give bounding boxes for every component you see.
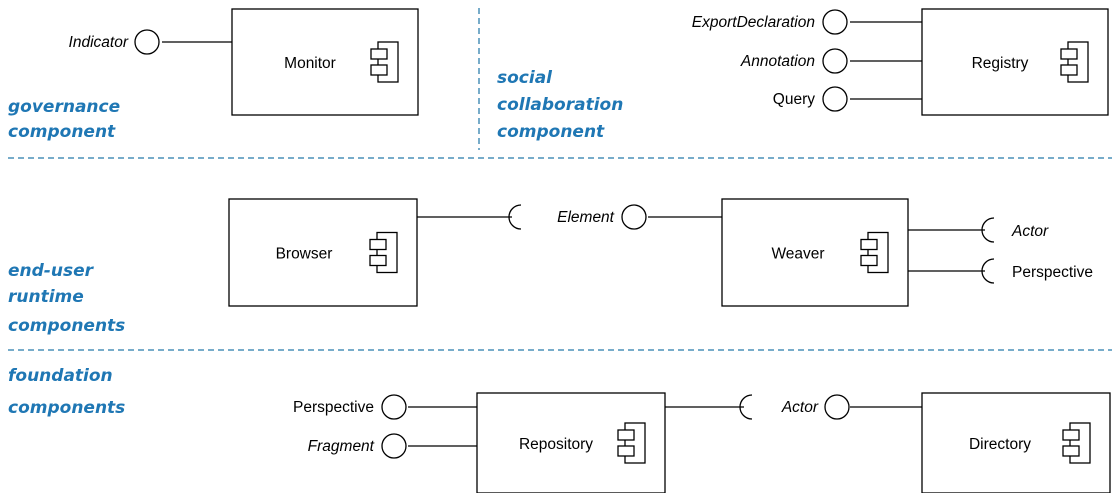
icon-tab (617, 429, 635, 441)
section-label-line: collaboration (497, 95, 623, 115)
icon-body (377, 41, 399, 83)
interface-label: Fragment (308, 438, 375, 455)
section-label-line: social (497, 68, 553, 88)
icon-tab (370, 64, 388, 76)
icon-tab (1060, 48, 1078, 60)
icon-body (376, 231, 398, 274)
component-label: Directory (969, 436, 1031, 453)
component-label: Registry (972, 55, 1029, 72)
icon-body (867, 231, 889, 274)
icon-body (624, 422, 646, 464)
section-label-line: component (497, 122, 605, 142)
icon-tab (370, 48, 388, 60)
component-directory: Directory (921, 392, 1111, 493)
component-browser: Browser (228, 198, 418, 307)
component-label: Weaver (771, 246, 824, 263)
export-declaration-lollipop (822, 9, 848, 35)
perspective-socket (981, 258, 995, 284)
section-label-runtime: end-user runtime components (8, 261, 125, 336)
icon-body (1067, 41, 1089, 83)
uml-component-icon (370, 41, 399, 83)
directory-actor-lollipop (824, 394, 850, 420)
interface-label: Indicator (69, 34, 129, 51)
icon-tab (860, 238, 878, 251)
component-label: Monitor (284, 55, 336, 72)
icon-tab (1062, 445, 1080, 457)
actor-socket (981, 217, 995, 243)
section-label-line: foundation (8, 366, 113, 386)
uml-component-icon (1062, 422, 1091, 464)
interface-label: Actor (781, 399, 819, 416)
icon-tab (1062, 429, 1080, 441)
element-socket (508, 204, 522, 230)
indicator-lollipop (134, 29, 160, 55)
section-label-governance: governance component (8, 97, 120, 142)
uml-component-icon (617, 422, 646, 464)
icon-tab (1060, 64, 1078, 76)
section-label-line: components (8, 316, 125, 336)
annotation-lollipop (822, 48, 848, 74)
interface-label: Query (773, 91, 815, 108)
interface-label: Actor (1011, 223, 1049, 240)
icon-tab (860, 254, 878, 267)
section-label-foundation: foundation components (8, 366, 125, 418)
component-registry: Registry (921, 8, 1109, 116)
uml-component-icon (860, 231, 889, 274)
section-label-social-collaboration: social collaboration component (497, 68, 623, 142)
section-label-line: governance (8, 97, 120, 117)
uml-component-icon (369, 231, 398, 274)
directory-actor-socket (739, 394, 753, 420)
section-label-line: component (8, 122, 116, 142)
component-repository: Repository (476, 392, 666, 493)
component-weaver: Weaver (721, 198, 909, 307)
interface-label: Perspective (293, 399, 374, 416)
component-label: Browser (276, 246, 333, 263)
interface-label: Element (557, 209, 615, 226)
element-lollipop (621, 204, 647, 230)
section-label-line: end-user (8, 261, 95, 281)
icon-tab (617, 445, 635, 457)
icon-body (1069, 422, 1091, 464)
interface-label: ExportDeclaration (692, 14, 815, 31)
interface-label: Annotation (740, 53, 815, 70)
interface-label: Perspective (1012, 264, 1093, 281)
query-lollipop (822, 86, 848, 112)
icon-tab (369, 238, 387, 251)
fragment-lollipop (381, 433, 407, 459)
section-label-line: components (8, 398, 125, 418)
repo-perspective-lollipop (381, 394, 407, 420)
component-label: Repository (519, 436, 593, 453)
component-monitor: Monitor (231, 8, 419, 116)
section-label-line: runtime (8, 287, 84, 307)
icon-tab (369, 254, 387, 267)
uml-component-icon (1060, 41, 1089, 83)
